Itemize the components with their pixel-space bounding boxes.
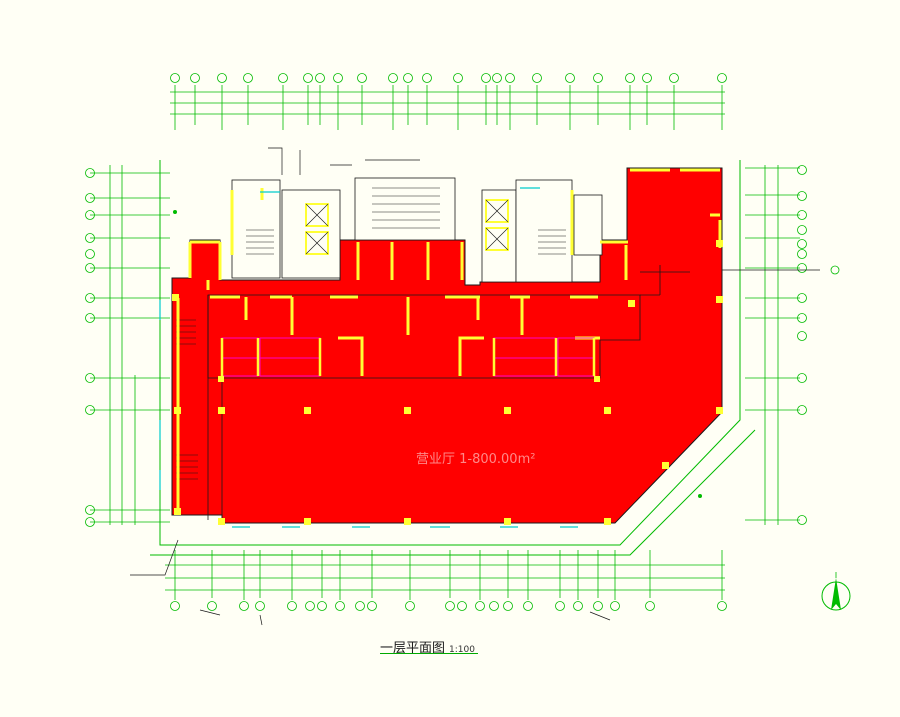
structural-columns [172, 240, 723, 525]
dimension-lines-bottom [165, 550, 725, 600]
side-room-right [573, 194, 603, 256]
annotation-marks [173, 210, 840, 498]
drawing-scale: 1:100 [449, 645, 475, 655]
axis-bubbles-top [170, 73, 727, 83]
core-zones [231, 177, 603, 283]
leader-lines [130, 147, 820, 626]
axis-bubbles-bottom [170, 601, 727, 611]
drawing-title: 一层平面图 [380, 641, 446, 656]
axis-bubbles-left [85, 168, 95, 527]
dimension-lines-top [170, 85, 725, 130]
corridor-outline [207, 265, 661, 520]
lobby-top-center [354, 177, 456, 241]
site-boundary [150, 160, 756, 556]
title-underline [380, 653, 478, 654]
yellow-walls [176, 168, 722, 510]
stair-core-right [515, 179, 573, 283]
dimension-lines-left [90, 165, 170, 525]
stair-treads [176, 187, 566, 480]
stair-core-left [231, 179, 281, 279]
axis-bubbles-right [797, 165, 807, 525]
north-arrow-icon [821, 572, 851, 611]
elevator-cross-lines [305, 199, 509, 255]
windows [159, 187, 578, 528]
dimension-lines-right [745, 165, 800, 525]
floor-area-label: 营业厅 1-800.00m² [416, 452, 535, 467]
room-walls-yellow [220, 338, 596, 376]
